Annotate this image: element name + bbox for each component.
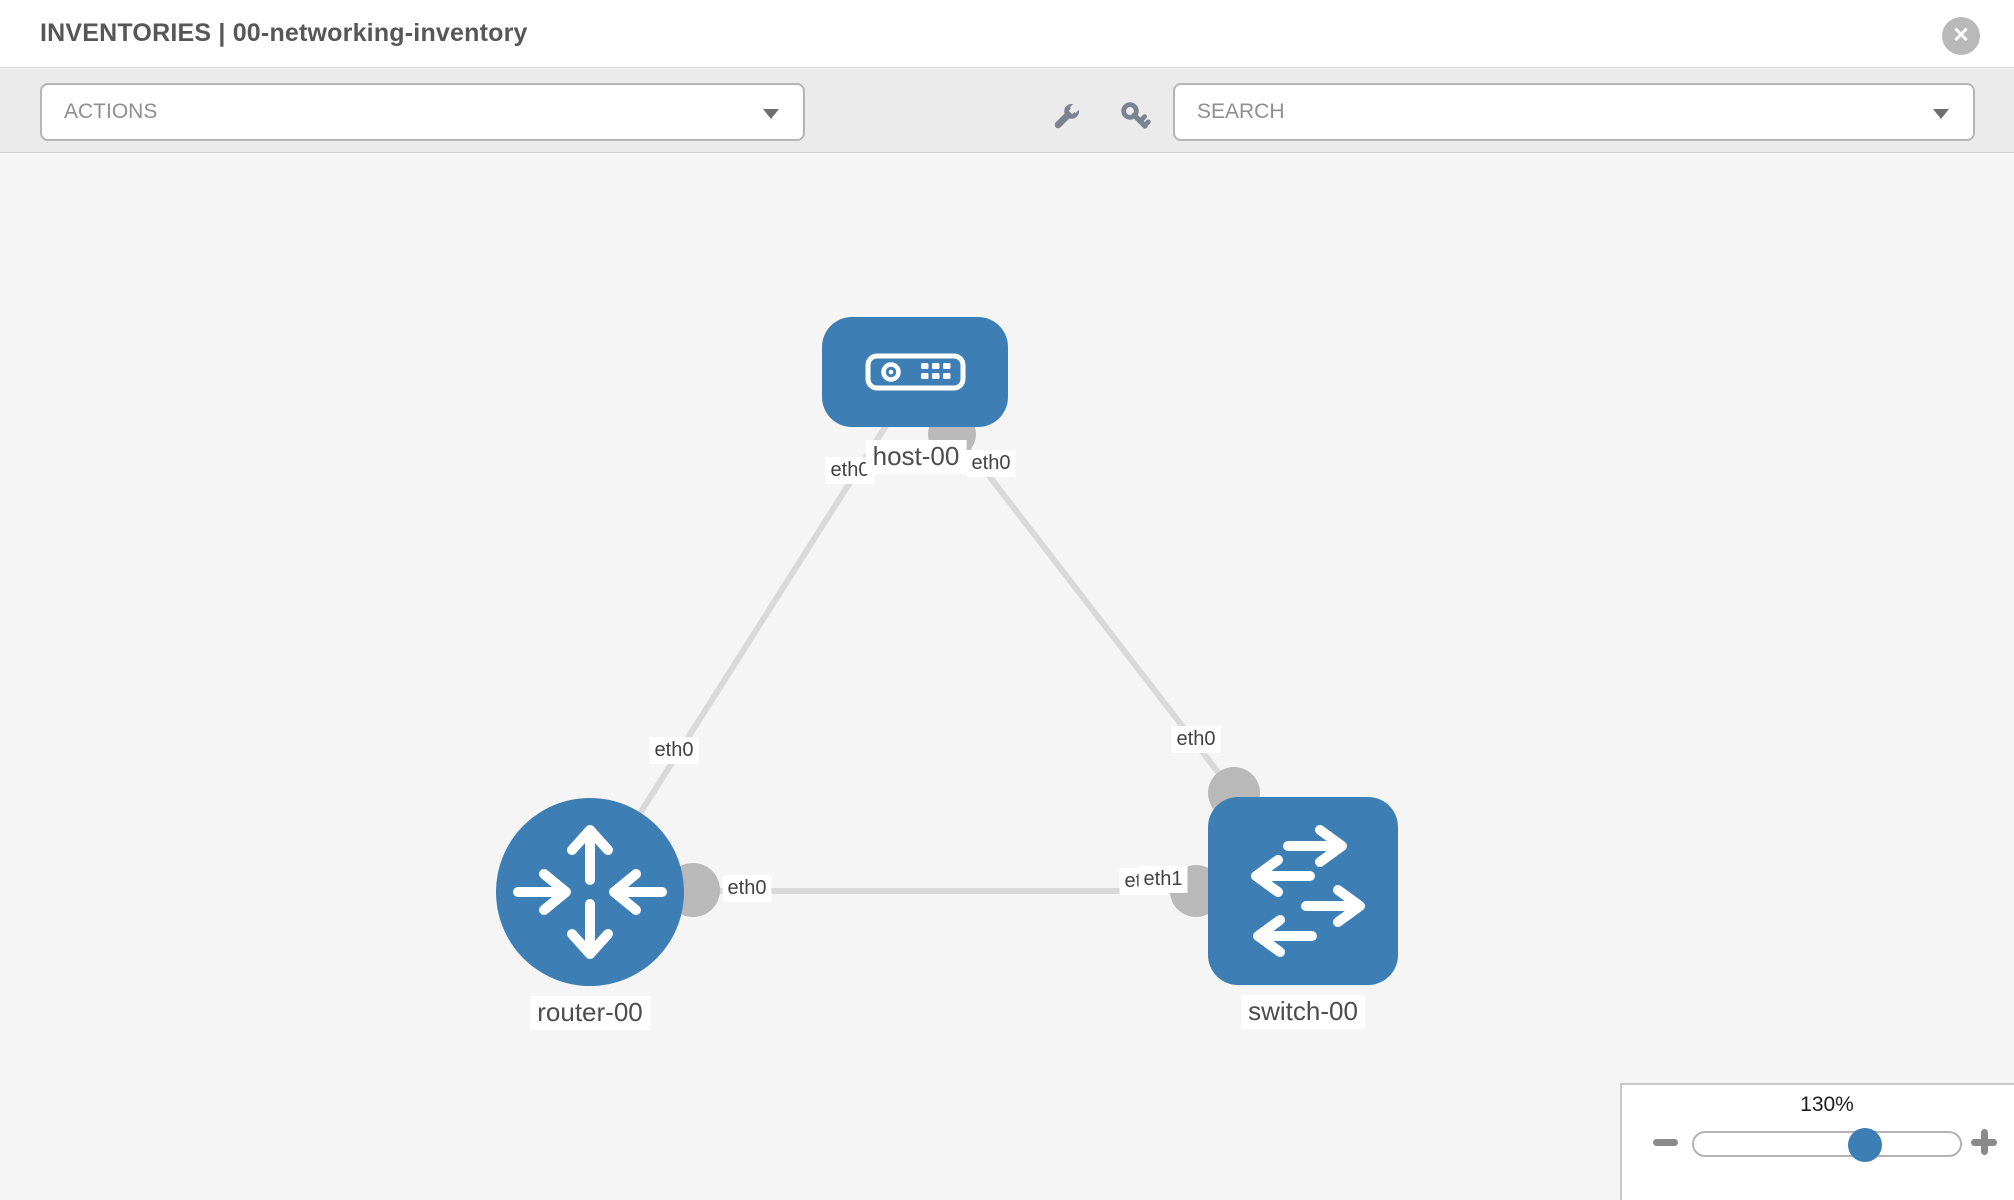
edge-label-eth: eth0 — [649, 737, 699, 764]
node-host-00[interactable] — [822, 317, 1008, 427]
zoom-slider[interactable] — [1692, 1131, 1962, 1157]
actions-dropdown[interactable]: ACTIONS — [40, 83, 805, 141]
zoom-out-icon[interactable] — [1653, 1139, 1678, 1146]
chevron-down-icon — [1933, 109, 1949, 119]
toolbar: ACTIONS SEARCH — [0, 69, 2014, 153]
wrench-icon[interactable] — [1048, 99, 1084, 135]
chevron-down-icon — [763, 109, 779, 119]
interface-connectors — [666, 410, 1260, 917]
node-label-switch: switch-00 — [1241, 995, 1365, 1029]
zoom-slider-thumb[interactable] — [1848, 1128, 1882, 1162]
page-title: INVENTORIES | 00-networking-inventory — [40, 19, 528, 47]
zoom-percent-label: 130% — [1800, 1093, 1854, 1116]
node-switch-00[interactable] — [1208, 797, 1398, 985]
zoom-in-icon[interactable] — [1971, 1129, 1997, 1155]
edge-label-eth: eth1 — [1138, 866, 1188, 893]
node-label-host: host-00 — [865, 440, 967, 474]
edge-label-eth: eth0 — [966, 450, 1016, 477]
search-dropdown-label: SEARCH — [1197, 100, 1285, 123]
node-label-router: router-00 — [530, 996, 650, 1030]
edge-label-eth: eth0 — [1171, 726, 1221, 753]
key-icon[interactable] — [1118, 99, 1154, 135]
router-icon — [513, 825, 667, 959]
close-icon[interactable]: ✕ — [1942, 17, 1980, 55]
switch-icon — [1251, 825, 1365, 957]
zoom-panel: 130% — [1620, 1083, 2014, 1200]
header: INVENTORIES | 00-networking-inventory ✕ — [0, 0, 2014, 68]
edge-label-eth: eth0 — [825, 457, 875, 484]
search-dropdown[interactable]: SEARCH — [1173, 83, 1975, 141]
node-router-00[interactable] — [496, 798, 684, 986]
host-icon — [865, 353, 966, 391]
actions-dropdown-label: ACTIONS — [64, 100, 158, 123]
edge-label-eth: eth0 — [722, 875, 772, 902]
